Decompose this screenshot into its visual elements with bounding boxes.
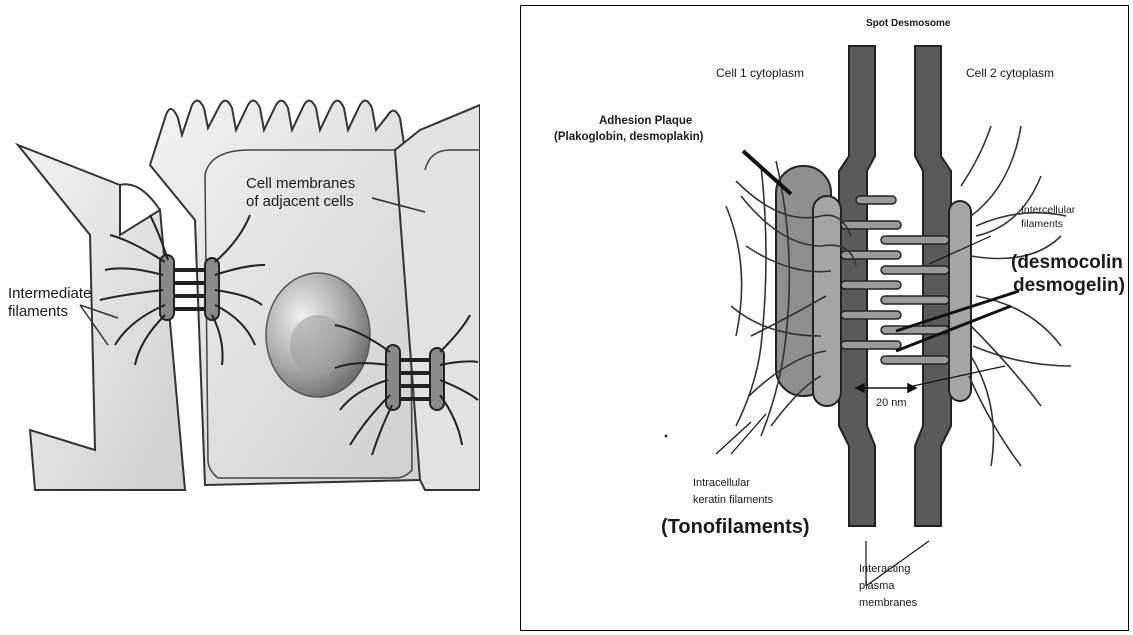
tonofilaments-label: (Tonofilaments) — [661, 516, 810, 538]
cell1-label: Cell 1 cytoplasm — [716, 66, 804, 80]
cell2-label: Cell 2 cytoplasm — [966, 66, 1054, 80]
desmogelin-label: desmogelin) — [1013, 275, 1125, 296]
left-desmosome-illustration: Intermediate filaments Cell membranes of… — [0, 0, 480, 635]
intercellular-filaments-label: Intercellular filaments — [1021, 204, 1078, 230]
cell-membranes-label: Cell membranes of adjacent cells — [246, 175, 359, 210]
intracellular-label: Intracellular keratin filaments — [693, 477, 774, 506]
spot-desmosome-diagram: Spot Desmosome Cell 1 cytoplasm Cell 2 c… — [520, 5, 1129, 631]
interacting-membranes-label: Interacting plasma membranes — [859, 563, 918, 609]
diagram-title: Spot Desmosome — [866, 18, 951, 29]
intermediate-filaments-label: Intermediate filaments — [8, 285, 96, 320]
desmocolin-label: (desmocolin — [1011, 252, 1123, 273]
distance-label: 20 nm — [876, 397, 907, 409]
keratin-filaments-right — [961, 126, 1071, 466]
adhesion-plaque-label: Adhesion Plaque (Plakoglobin, desmoplaki… — [554, 115, 704, 143]
desmosome-schematic: Spot Desmosome Cell 1 cytoplasm Cell 2 c… — [521, 6, 1128, 630]
cell-illustration: Intermediate filaments Cell membranes of… — [0, 0, 480, 635]
membrane-cell2 — [915, 46, 951, 526]
